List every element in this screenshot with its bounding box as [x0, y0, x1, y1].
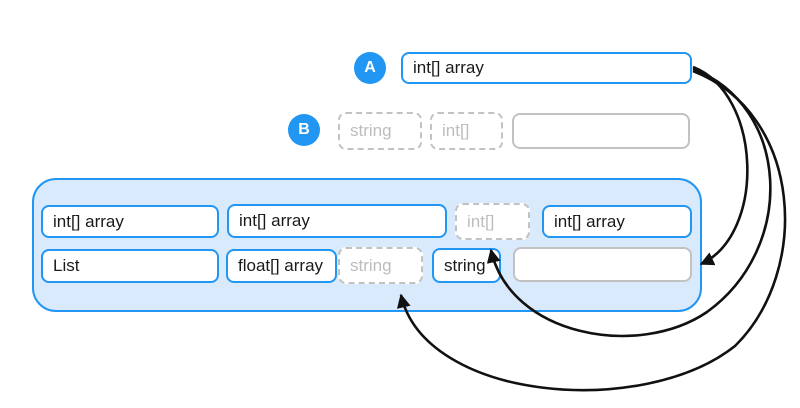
cell-list[interactable]: List [41, 249, 219, 283]
cell-int-dashed[interactable]: int[] [455, 203, 530, 240]
slot-a-int-array[interactable]: int[] array [401, 52, 692, 84]
cell-int-array-1[interactable]: int[] array [41, 205, 219, 238]
slot-b-int-dashed[interactable]: int[] [430, 112, 503, 150]
slot-b-empty[interactable] [512, 113, 690, 149]
group-container [32, 178, 702, 312]
label-a-badge: A [354, 52, 386, 84]
label-b-badge: B [288, 114, 320, 146]
cell-int-array-3[interactable]: int[] array [542, 205, 692, 238]
cell-int-array-2[interactable]: int[] array [227, 204, 447, 238]
cell-string[interactable]: string [432, 248, 501, 283]
cell-empty[interactable] [513, 247, 692, 282]
cell-float-array[interactable]: float[] array [226, 249, 337, 283]
cell-string-dashed[interactable]: string [338, 247, 423, 284]
slot-b-string-dashed[interactable]: string [338, 112, 422, 150]
